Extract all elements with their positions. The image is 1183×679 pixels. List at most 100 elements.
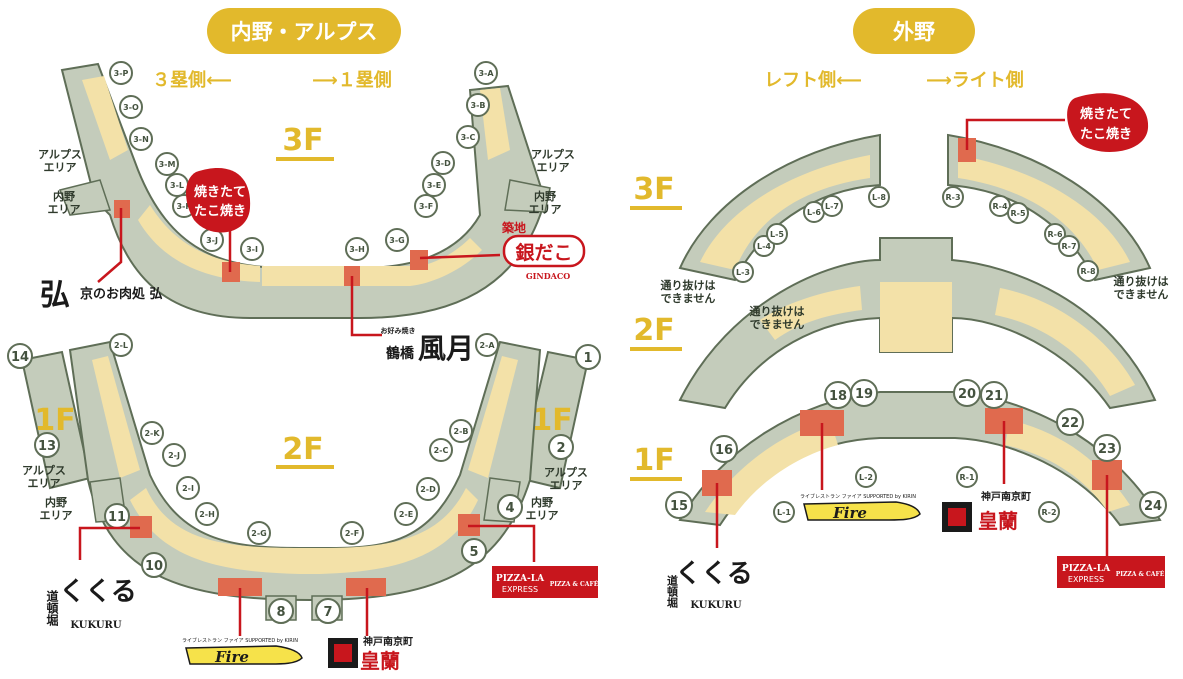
outfield-title-pill: 外野: [853, 8, 975, 54]
gate-3h-label: 3-H: [349, 245, 365, 254]
gate-2h-marker: [195, 502, 219, 526]
right-panel: 外野 レフト側⟵ ⟶ライト側 3F L-3 L-4 L-5 L-6 L-7: [630, 8, 1169, 611]
fire-logo-right: ライブレストラン ファイア SUPPORTED by KIRIN Fire: [800, 493, 921, 522]
gate-2j-marker: [162, 443, 186, 467]
gate-l1-marker: [773, 501, 795, 523]
kukuru-logo-name: くくる: [59, 577, 136, 607]
gate-3i-marker: [240, 237, 264, 261]
gate-23-label: 23: [1098, 442, 1116, 457]
gate-2f-marker: [340, 521, 364, 545]
alps-area-label-2f-left-2: エリア: [28, 477, 61, 490]
gate-22-marker: [1056, 408, 1084, 436]
infield-area-label-3f-right-1: 内野: [534, 189, 556, 203]
left-3f-underline: [276, 157, 334, 161]
gate-3l-label: 3-L: [170, 181, 184, 190]
gate-3o-marker: [119, 95, 143, 119]
gate-l3-label: L-3: [736, 268, 750, 277]
shop-koran-2f: [346, 578, 386, 596]
gate-r3-marker: [942, 186, 964, 208]
left-2f-label: 2F: [282, 432, 323, 467]
gate-l8-marker: [868, 186, 890, 208]
gate-3c-label: 3-C: [461, 133, 476, 142]
gate-l7-marker: [821, 195, 843, 217]
pointer-kukuru-2f: [78, 526, 140, 560]
gindaco-logo-en: GINDACO: [526, 271, 570, 281]
right-2f-arc: [678, 237, 1157, 410]
infield-area-label-2f-right-2: エリア: [526, 509, 559, 522]
gate-r8-marker: [1077, 260, 1099, 282]
gate-l3-marker: [732, 261, 754, 283]
gate-l6-label: L-6: [807, 208, 821, 217]
koran-logo-left: 神戸南京町 皇蘭: [328, 635, 413, 673]
alps-area-label-2f-right-1: アルプス: [544, 465, 588, 479]
gate-l2-label: L-2: [859, 473, 873, 482]
gate-2g-marker: [247, 521, 271, 545]
pizza-logo-sub: EXPRESS: [502, 585, 538, 594]
kukuru-right-side: 道頓堀: [666, 574, 679, 609]
gate-24-label: 24: [1144, 499, 1162, 514]
gate-15-label: 15: [670, 499, 688, 514]
gate-2e-marker: [394, 502, 418, 526]
gate-14-marker: [7, 343, 33, 369]
pizza-right-brand: PIZZA-LA: [1062, 564, 1111, 574]
gate-11-label: 11: [108, 510, 126, 525]
gate-3e-label: 3-E: [427, 181, 441, 190]
right-3f-underline: [630, 206, 682, 210]
third-base-side-label: ３塁側⟵: [152, 69, 232, 91]
gate-r6-marker: [1044, 223, 1066, 245]
alps-area-label-3f-right-1: アルプス: [531, 147, 575, 161]
gate-15-marker: [665, 491, 693, 519]
gate-13-marker: [34, 432, 60, 458]
kukuru-logo-side: 道頓堀: [45, 589, 59, 627]
hiro-logo-name: 京のお肉処 弘: [80, 286, 163, 302]
koran-logo-right: 神戸南京町 皇蘭: [942, 490, 1031, 533]
hiro-logo: 弘 京のお肉処 弘: [40, 278, 163, 313]
pointer-gindaco-3f: [419, 253, 501, 260]
gate-16-marker: [710, 435, 738, 463]
gate-3d-label: 3-D: [435, 159, 451, 168]
infield-area-label-3f-left-1: 内野: [53, 189, 75, 203]
gate-8-label: 8: [276, 605, 285, 620]
left-1f-gates: 14 13 11 10 8 7 5 4 2 1: [7, 343, 601, 624]
koran-right-top: 神戸南京町: [981, 490, 1031, 503]
gate-r2-marker: [1038, 501, 1060, 523]
gate-2k-marker: [140, 421, 164, 445]
right-3f-gates-left: L-3 L-4 L-5 L-6 L-7 L-8: [732, 186, 890, 283]
gate-2d-label: 2-D: [420, 485, 436, 494]
gate-3g-marker: [385, 228, 409, 252]
gate-21-label: 21: [985, 389, 1003, 404]
infield-area-label-3f-left-2: エリア: [48, 203, 81, 216]
infield-area-label-2f-left-1: 内野: [45, 495, 67, 509]
kukuru-logo-left: 道頓堀 くくる KUKURU: [45, 577, 137, 631]
left-2f-concourse: [68, 340, 542, 621]
gate-21-marker: [980, 381, 1008, 409]
no-pass-right-line1: 通り抜けは: [1114, 274, 1169, 288]
gate-r8-label: R-8: [1080, 267, 1095, 276]
gate-r5-label: R-5: [1010, 209, 1025, 218]
fire-right-name: Fire: [832, 504, 867, 522]
koran-logo-top: 神戸南京町: [363, 635, 413, 648]
gate-10-label: 10: [145, 559, 163, 574]
left-3f-gates-right: 3-A 3-B 3-C 3-D 3-E 3-F 3-G 3-H: [345, 61, 498, 261]
right-2f-label: 2F: [633, 313, 674, 348]
right-2f-underline: [630, 347, 682, 351]
pizza-right-right: PIZZA & CAFÉ: [1116, 570, 1165, 578]
gate-10-marker: [141, 552, 167, 578]
gate-2d-marker: [416, 477, 440, 501]
no-pass-labels: 通り抜けは できません 通り抜けは できません 通り抜けは できません: [661, 274, 1169, 331]
gate-l7-label: L-7: [825, 202, 839, 211]
gate-19-label: 19: [855, 387, 873, 402]
gate-l1-label: L-1: [777, 508, 791, 517]
no-pass-center-line2: できません: [750, 318, 805, 331]
takoyaki-logo-line1: 焼きたて: [194, 184, 246, 200]
gate-2j-label: 2-J: [168, 451, 180, 460]
gate-2a-label: 2-A: [479, 341, 495, 350]
left-2f-area-labels: アルプス エリア 内野 エリア アルプス エリア 内野 エリア: [22, 463, 588, 522]
right-field-side-label: ⟶ライト側: [926, 69, 1024, 91]
gate-r3-label: R-3: [945, 193, 960, 202]
takoyaki-right-line2: たこ焼き: [1080, 126, 1132, 142]
kukuru-logo-en: KUKURU: [70, 620, 121, 631]
pizza-logo-right: PIZZA & CAFÉ: [550, 580, 599, 588]
infield-alps-title-pill: 内野・アルプス: [207, 8, 401, 54]
